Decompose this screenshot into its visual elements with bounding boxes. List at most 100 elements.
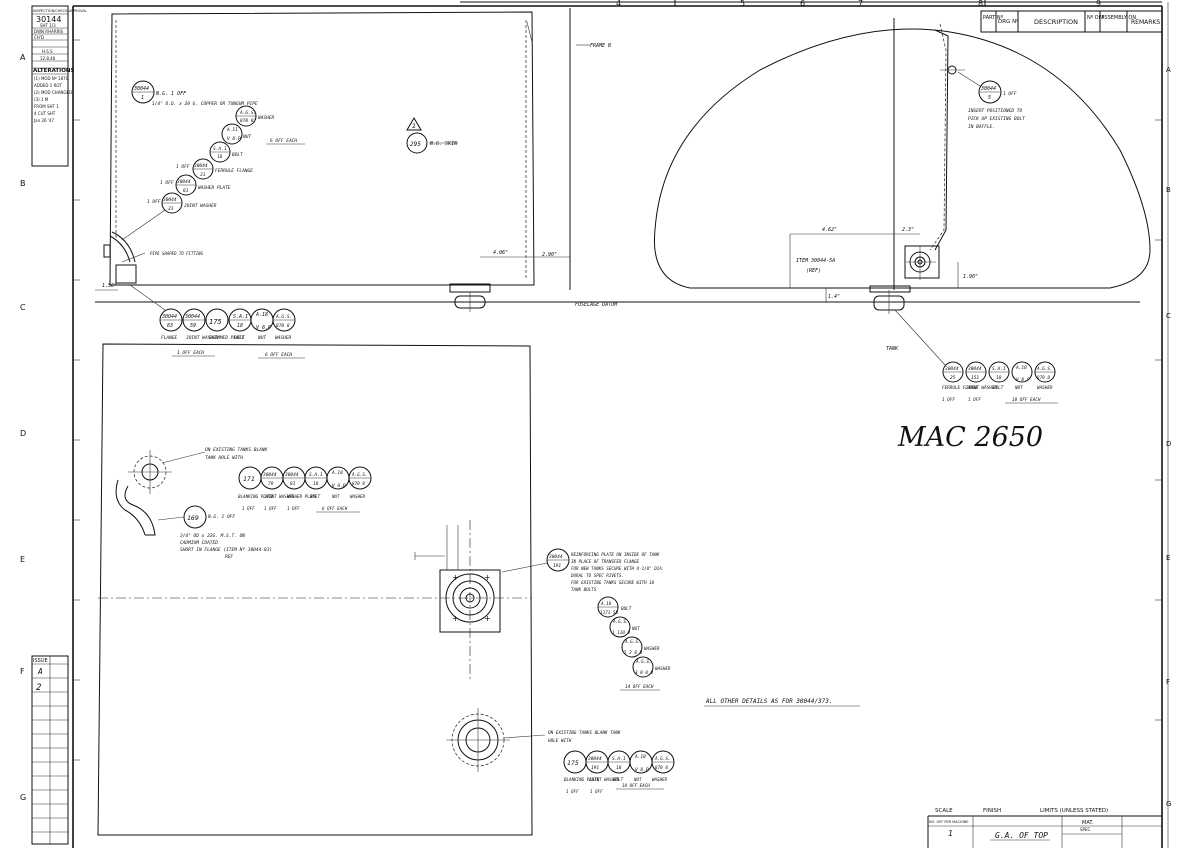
- svg-text:S.A.1: S.A.1: [213, 146, 227, 152]
- svg-text:NUT: NUT: [1014, 385, 1023, 391]
- svg-text:BLANKING PLATE: BLANKING PLATE: [564, 777, 600, 782]
- col-9: 9: [1096, 0, 1101, 8]
- finish-label: FINISH: [983, 808, 1001, 814]
- insert-note-1: INSERT POSITIONED TO: [968, 108, 1022, 114]
- note-pipe: N.G. 1 OFF: [155, 91, 187, 97]
- svg-text:59: 59: [190, 323, 196, 329]
- spec-label: SPEC.: [1080, 827, 1092, 832]
- scale-label: SCALE: [935, 808, 953, 814]
- svg-text:B: B: [1166, 186, 1171, 194]
- svg-text:30044: 30044: [944, 366, 959, 372]
- svg-text:V 8.P: V 8.P: [332, 483, 346, 489]
- svg-text:BOLT: BOLT: [234, 335, 245, 341]
- svg-text:30044: 30044: [133, 86, 149, 92]
- svg-text:3/4" OD x 22G. M.S.T. ON: 3/4" OD x 22G. M.S.T. ON: [179, 533, 245, 539]
- svg-text:SHORT IN FLANGE (ITEM Nº 30044: SHORT IN FLANGE (ITEM Nº 30044-83): [180, 547, 272, 553]
- svg-text:+: +: [452, 614, 459, 623]
- svg-text:NO. OFF PER MACHINE: NO. OFF PER MACHINE: [929, 820, 969, 824]
- svg-text:18: 18: [237, 323, 243, 329]
- svg-text:S.A.1: S.A.1: [992, 366, 1006, 372]
- svg-text:(1) MOD Nº 1870: (1) MOD Nº 1870: [34, 76, 69, 81]
- svg-text:10 OFF EACH: 10 OFF EACH: [622, 783, 650, 788]
- svg-text:FERRULE FLANGE: FERRULE FLANGE: [942, 385, 979, 391]
- svg-text:870 8: 870 8: [1037, 375, 1050, 381]
- svg-text:A.18: A.18: [331, 470, 343, 476]
- svg-text:1171 58: 1171 58: [600, 610, 619, 616]
- end-view-row: 30044 25 30044 151 S.A.1 18 A.18 V 8.P A…: [942, 361, 1058, 404]
- top-grid-numbers: 4 5 6 7 8 9: [616, 0, 1101, 8]
- svg-text:1 OFF EACH: 1 OFF EACH: [177, 350, 204, 356]
- svg-text:REF: REF: [225, 554, 233, 560]
- svg-text:25: 25: [950, 375, 956, 381]
- side-view: FRAME B FUSELAGE DATUM 4.06" 2.90" 1.56"…: [95, 8, 1140, 359]
- sheet-border: [72, 1, 1169, 848]
- svg-text:191: 191: [553, 563, 561, 569]
- svg-text:IN BAFFLE.: IN BAFFLE.: [968, 124, 995, 130]
- handwritten-title: MAC 2650: [897, 422, 1043, 453]
- title-block: SCALE FINISH LIMITS (UNLESS STATED) NO. …: [927, 808, 1162, 848]
- svg-text:H.S.S.: H.S.S.: [42, 49, 54, 54]
- svg-text:(2) MOD CHANGED: (2) MOD CHANGED: [34, 90, 72, 95]
- plan-row-1: 171 30044 79 30044 81 S.A.1 18 A.18 V 8.…: [238, 466, 372, 513]
- plan-view: ON EXISTING TANKS BLANK TANK HOLE WITH 1…: [97, 343, 860, 836]
- svg-text:TANK BOLTS: TANK BOLTS: [571, 587, 597, 592]
- svg-text:175: 175: [209, 318, 222, 326]
- svg-text:30044: 30044: [284, 472, 299, 478]
- svg-text:A.G.S.: A.G.S.: [351, 472, 368, 478]
- other-details-note: ALL OTHER DETAILS AS FOR 30044/373.: [705, 698, 832, 705]
- issue-label: ISSUE: [33, 658, 48, 664]
- svg-text:23: 23: [168, 206, 174, 212]
- svg-text:+: +: [484, 573, 491, 582]
- svg-text:WASHER PLATE: WASHER PLATE: [198, 185, 231, 191]
- svg-text:18: 18: [313, 481, 319, 487]
- svg-text:81: 81: [183, 188, 189, 194]
- svg-text:V 8.P: V 8.P: [635, 767, 649, 773]
- mat-label: MAT.: [1082, 820, 1094, 826]
- svg-text:2: 2: [412, 123, 416, 130]
- col-5: 5: [740, 0, 745, 8]
- svg-text:30044: 30044: [967, 366, 982, 372]
- svg-text:S.A.1: S.A.1: [233, 314, 248, 320]
- svg-text:1 OFF: 1 OFF: [287, 506, 300, 511]
- svg-text:6 OFF EACH: 6 OFF EACH: [322, 506, 348, 511]
- col-8: 8: [978, 0, 983, 8]
- svg-text:WASHER: WASHER: [652, 777, 668, 782]
- dim-2-90: 2.90": [542, 252, 557, 258]
- svg-text:18: 18: [217, 154, 223, 160]
- plan-note-existing-1: ON EXISTING TANKS BLANK: [205, 447, 268, 453]
- svg-text:JOINT WASHER: JOINT WASHER: [263, 494, 295, 499]
- dim-1-90: 1.90": [963, 274, 978, 280]
- svg-text:SHIMMED PLATE: SHIMMED PLATE: [209, 335, 245, 341]
- svg-text:1 OFF: 1 OFF: [176, 164, 190, 170]
- svg-text:WASHER: WASHER: [1037, 385, 1053, 391]
- svg-text:191: 191: [591, 765, 599, 771]
- svg-text:5: 5: [988, 95, 991, 101]
- svg-text:18: 18: [616, 765, 622, 771]
- svg-text:FROM SHT 1: FROM SHT 1: [34, 104, 59, 109]
- svg-text:A.G.S.: A.G.S.: [624, 639, 641, 645]
- col-4: 4: [616, 0, 621, 8]
- svg-text:CADMIUM COATED: CADMIUM COATED: [180, 540, 218, 546]
- svg-text:A.G.S.: A.G.S.: [635, 659, 652, 665]
- end-view: 4.62" 2.3" 1.90" 1.4" ITEM 30044-5A (REF…: [653, 18, 1151, 404]
- no-off-header: Nº OFF: [1087, 15, 1104, 21]
- svg-text:870 8: 870 8: [352, 481, 365, 487]
- svg-text:NUT: NUT: [633, 777, 642, 782]
- svg-text:870 8: 870 8: [276, 323, 290, 329]
- svg-text:A.G.S.: A.G.S.: [654, 756, 671, 762]
- svg-text:A.G.S.: A.G.S.: [239, 110, 256, 116]
- dim-4-06: 4.06": [493, 250, 508, 256]
- svg-text:DWN RHARRIS: DWN RHARRIS: [34, 29, 64, 34]
- svg-text:6 OFF EACH: 6 OFF EACH: [270, 138, 297, 144]
- dim-1-4: 1.4": [828, 294, 840, 300]
- svg-text:BOLT: BOLT: [310, 494, 321, 499]
- svg-text:151: 151: [971, 375, 979, 381]
- svg-text:JOINT WASHER: JOINT WASHER: [185, 335, 219, 341]
- revision-block: INSPECTION/CHECK/APPROVAL 30144 SHT 1/3 …: [31, 5, 87, 845]
- dim-4-62: 4.62": [822, 227, 837, 233]
- svg-text:BOLT: BOLT: [232, 152, 243, 158]
- svg-text:ADDED 1 ROT: ADDED 1 ROT: [34, 83, 63, 88]
- dim-2-3: 2.3": [902, 227, 914, 233]
- skin-label: N.G. SKIN: [429, 141, 458, 147]
- svg-text:175: 175: [567, 759, 579, 767]
